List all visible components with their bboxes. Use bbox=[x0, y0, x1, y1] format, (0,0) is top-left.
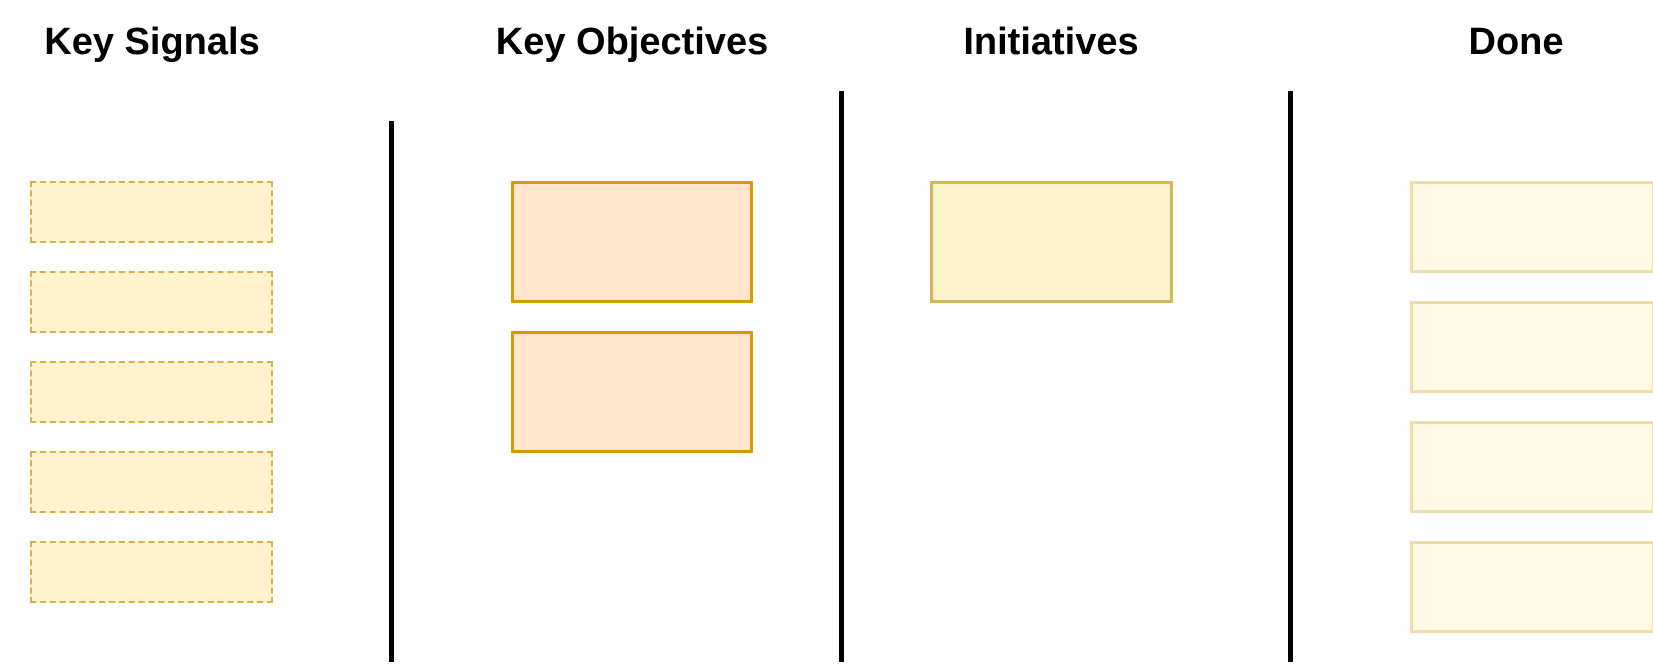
column-title-key-signals: Key Signals bbox=[44, 21, 260, 63]
key-signal-card[interactable] bbox=[30, 541, 273, 603]
column-title-key-objectives: Key Objectives bbox=[495, 21, 769, 63]
done-card[interactable] bbox=[1410, 541, 1653, 633]
column-title-done: Done bbox=[1468, 21, 1564, 63]
initiative-card[interactable] bbox=[930, 181, 1173, 303]
key-signal-card[interactable] bbox=[30, 451, 273, 513]
column-title-initiatives: Initiatives bbox=[963, 21, 1139, 63]
column-divider bbox=[1288, 91, 1293, 662]
column-divider bbox=[389, 121, 394, 662]
key-signal-card[interactable] bbox=[30, 181, 273, 243]
key-objective-card[interactable] bbox=[511, 181, 753, 303]
done-card[interactable] bbox=[1410, 421, 1653, 513]
key-signal-card[interactable] bbox=[30, 361, 273, 423]
done-card[interactable] bbox=[1410, 301, 1653, 393]
key-objective-card[interactable] bbox=[511, 331, 753, 453]
column-divider bbox=[839, 91, 844, 662]
key-signal-card[interactable] bbox=[30, 271, 273, 333]
done-card[interactable] bbox=[1410, 181, 1653, 273]
